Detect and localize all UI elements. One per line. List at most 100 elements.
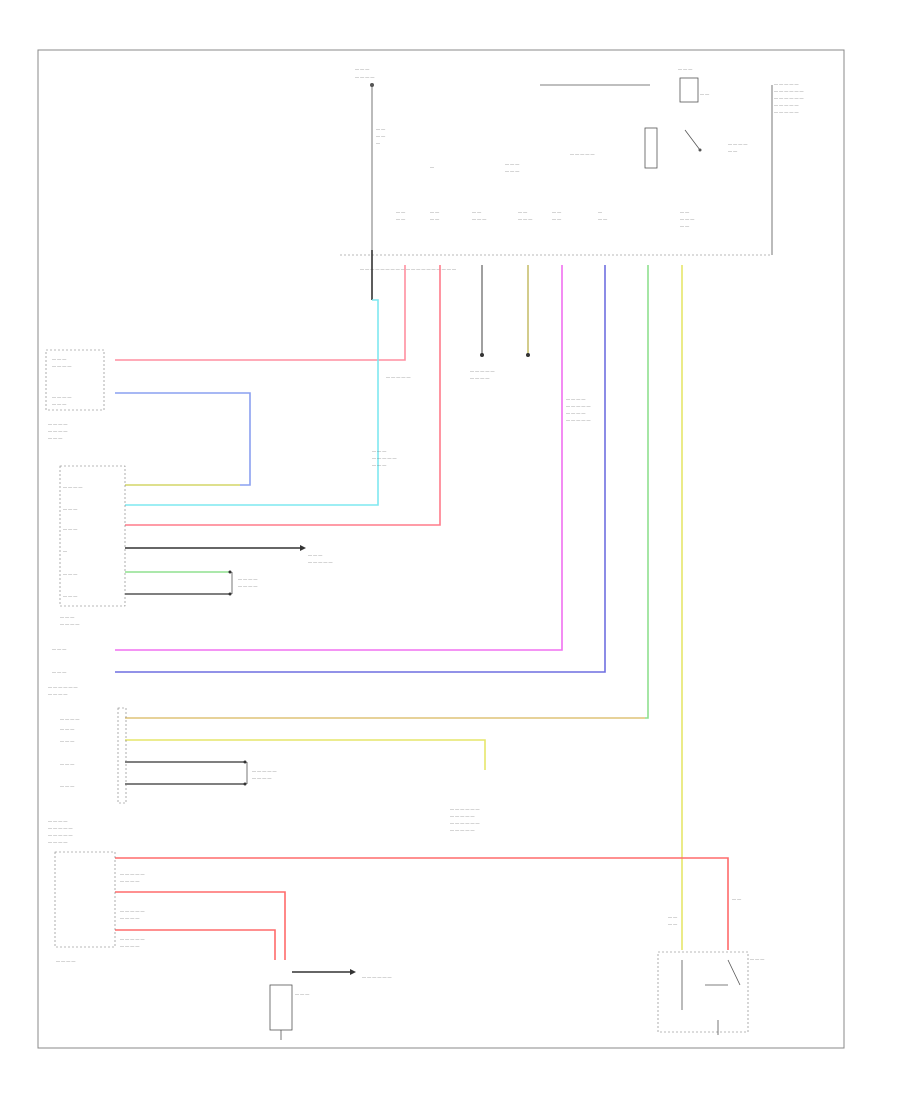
svg-text:— — — — —: — — — — — — [386, 374, 410, 379]
svg-text:— — — —: — — — — — [120, 943, 139, 948]
wire-cyan — [125, 299, 379, 506]
svg-text:— — — — —: — — — — — — [566, 403, 590, 408]
svg-text:— —: — — — [396, 216, 405, 221]
svg-text:— — —: — — — — [505, 168, 519, 173]
svg-text:— — —: — — — — [372, 462, 386, 467]
svg-text:— — —: — — — — [52, 646, 66, 651]
svg-text:— — — — — —: — — — — — — — [774, 88, 804, 93]
svg-text:— — —: — — — — [505, 161, 519, 166]
svg-text:— — — —: — — — — — [60, 621, 79, 626]
wire-yellow-branch — [125, 739, 486, 770]
svg-text:— —: — — — [668, 921, 677, 926]
svg-text:— — — — —: — — — — — — [774, 102, 798, 107]
svg-text:— — — — — — — — — —: — — — — — — — — — — — — — — — — — — — — [360, 266, 456, 271]
svg-text:— — — — —: — — — — — — [450, 827, 474, 832]
svg-text:— — —: — — — — [63, 526, 77, 531]
svg-text:— — —: — — — — [63, 506, 77, 511]
svg-text:—: — — [376, 140, 380, 145]
svg-text:— — — —: — — — — — [48, 839, 67, 844]
svg-text:— — —: — — — — [295, 991, 309, 996]
svg-text:— — — — — —: — — — — — — — [48, 684, 78, 689]
svg-text:— — —: — — — — [308, 552, 322, 557]
left-connector-bottom: — — — — — — — — — — — — — — — — — — — — … — [48, 818, 144, 963]
svg-text:— — — —: — — — — — [48, 421, 67, 426]
svg-text:— —: — — — [472, 209, 481, 214]
svg-text:— — — —: — — — — — [252, 775, 271, 780]
svg-text:— — — — — —: — — — — — — — [362, 974, 392, 979]
svg-text:— —: — — — [518, 209, 527, 214]
svg-text:—: — — [63, 548, 67, 553]
svg-text:— — — — —: — — — — — — [308, 559, 332, 564]
bottom-sensor: — — — — — — — — — — [269, 969, 392, 1040]
svg-text:—: — — [430, 164, 434, 169]
left-connector-module: — — — — — — — — — — — — — — — — — — — — … — [59, 465, 126, 626]
svg-text:— — — — —: — — — — — — [120, 908, 144, 913]
top-module: — — — — — — — — — — — — — — — — — — — — … — [340, 66, 804, 271]
svg-text:— — — — —: — — — — — — [120, 936, 144, 941]
svg-text:— — —: — — — — [52, 669, 66, 674]
diagram-border — [37, 49, 845, 1049]
svg-text:— — —: — — — — [678, 66, 692, 71]
svg-text:— — —: — — — — [52, 401, 66, 406]
svg-text:— —: — — — [376, 133, 385, 138]
svg-text:— — — —: — — — — — [120, 915, 139, 920]
svg-text:— —: — — — [396, 209, 405, 214]
svg-text:— —: — — — [598, 216, 607, 221]
svg-text:— —: — — — [552, 216, 561, 221]
svg-text:—: — — [598, 209, 602, 214]
svg-text:— — — — —: — — — — — — [372, 455, 396, 460]
svg-text:— — — —: — — — — — [48, 428, 67, 433]
svg-text:— — —: — — — — [48, 435, 62, 440]
svg-text:— — —: — — — — [750, 956, 764, 961]
svg-text:— — — —: — — — — — [48, 691, 67, 696]
wire-blue-long — [115, 265, 606, 673]
left-connector-lower: — — — — — — — — — — — — — — — — — [60, 707, 127, 804]
wire-red-lower-2 — [115, 891, 286, 960]
svg-text:— — —: — — — — [60, 761, 74, 766]
svg-text:— — —: — — — — [518, 216, 532, 221]
svg-text:— — — — —: — — — — — — [252, 768, 276, 773]
svg-text:— — — —: — — — — — [60, 716, 79, 721]
svg-text:— — — —: — — — — — [52, 394, 71, 399]
svg-text:— — — — —: — — — — — — [48, 832, 72, 837]
wire-red-1 — [125, 265, 441, 526]
svg-text:— — — —: — — — — — [238, 583, 257, 588]
svg-text:— — — —: — — — — — [566, 410, 585, 415]
svg-text:— — — —: — — — — — [56, 958, 75, 963]
svg-text:— —: — — — [728, 148, 737, 153]
svg-text:— — — — —: — — — — — — [566, 417, 590, 422]
svg-text:— — — — — —: — — — — — — — [450, 806, 480, 811]
wire-red-lower-3 — [115, 929, 276, 960]
svg-text:— —: — — — [668, 914, 677, 919]
left-connector-mid: — — — — — — — — — — — — — — — — — [48, 646, 78, 696]
svg-text:— —: — — — [680, 209, 689, 214]
svg-text:— — — —: — — — — — [470, 375, 489, 380]
svg-text:— — — — —: — — — — — — [774, 109, 798, 114]
svg-text:— — — —: — — — — — [728, 141, 747, 146]
left-connector-top: — — — — — — — — — — — — — — — — — — — — … — [45, 349, 105, 440]
svg-text:— — —: — — — — [472, 216, 486, 221]
wire-red-lower-1 — [115, 857, 729, 950]
bottom-relay: — — — — — — — — — — [657, 896, 764, 1035]
svg-text:— — —: — — — — [355, 66, 369, 71]
svg-text:— — — — —: — — — — — — [450, 813, 474, 818]
svg-text:— — — —: — — — — — [238, 576, 257, 581]
svg-text:— — — — —: — — — — — — [470, 368, 494, 373]
ground-symbols: — — — — — — — — — — — — — — — — — — — — … — [228, 353, 590, 832]
wire-magenta — [115, 265, 563, 651]
wire-blue-short — [115, 392, 251, 486]
wire-pink-1 — [115, 265, 406, 361]
svg-text:— —: — — — [732, 896, 741, 901]
svg-text:— — — — —: — — — — — — [120, 871, 144, 876]
svg-text:— —: — — — [700, 91, 709, 96]
svg-text:— — — — —: — — — — — — [48, 825, 72, 830]
svg-text:— — — —: — — — — — [566, 396, 585, 401]
svg-text:— —: — — — [680, 223, 689, 228]
svg-text:— —: — — — [430, 209, 439, 214]
svg-text:— — — —: — — — — — [355, 74, 374, 79]
svg-text:— —: — — — [552, 209, 561, 214]
svg-text:— — —: — — — — [60, 614, 74, 619]
svg-text:— — —: — — — — [60, 738, 74, 743]
svg-text:— — —: — — — — [680, 216, 694, 221]
